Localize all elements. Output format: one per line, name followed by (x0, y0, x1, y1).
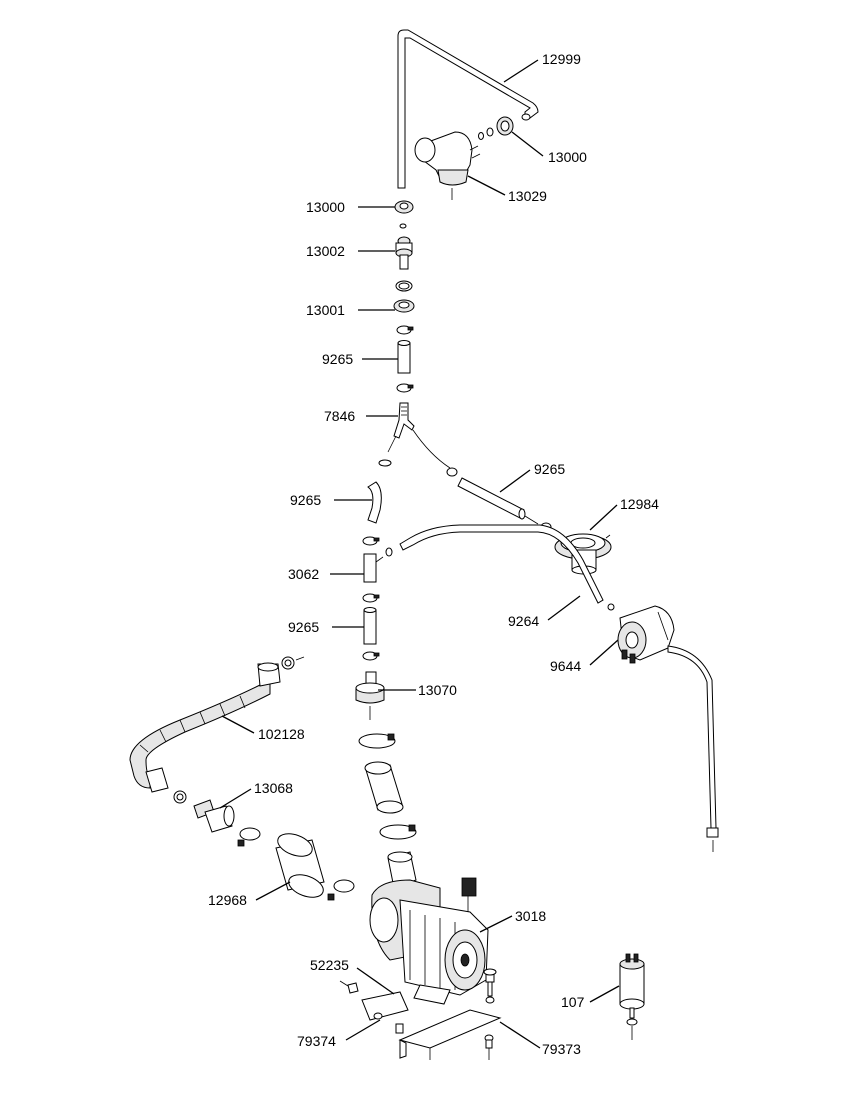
capacitor-107 (619, 953, 645, 1040)
label-13068: 13068 (254, 780, 293, 796)
bracket-79374 (361, 991, 409, 1021)
screw-small (395, 1023, 404, 1034)
label-3062: 3062 (288, 566, 319, 582)
valve-9644 (617, 605, 719, 852)
label-13000-top: 13000 (548, 149, 587, 165)
label-13029: 13029 (508, 188, 547, 204)
label-79374: 79374 (297, 1033, 336, 1049)
tube-12999 (397, 29, 539, 189)
adapter-13070 (355, 671, 385, 720)
label-9644: 9644 (550, 658, 581, 674)
pump-3018 (369, 851, 489, 1005)
nut-13001 (393, 299, 415, 313)
label-12968: 12968 (208, 892, 247, 908)
clamp (446, 467, 458, 477)
label-3018: 3018 (515, 908, 546, 924)
label-79373: 79373 (542, 1041, 581, 1057)
connector-3062 (363, 553, 384, 583)
clamp (362, 651, 380, 661)
elbow-13029 (414, 131, 481, 200)
label-9265-b: 9265 (534, 461, 565, 477)
label-107: 107 (561, 994, 585, 1010)
hose-9265-d (363, 607, 377, 645)
label-12999: 12999 (542, 51, 581, 67)
label-13002: 13002 (306, 243, 345, 259)
nut-13000-top (478, 116, 514, 140)
hose-clamp-upper (358, 733, 396, 749)
tube-9264 (385, 524, 615, 611)
clamp (362, 536, 380, 546)
clamp (362, 593, 380, 603)
label-13000: 13000 (306, 199, 345, 215)
branch-line (412, 429, 451, 469)
hose-sleeve (364, 761, 404, 814)
clamp-mid (396, 383, 414, 393)
nut-13000 (394, 200, 414, 214)
label-9265-a: 9265 (322, 351, 353, 367)
hose-12968 (275, 833, 325, 898)
label-102128: 102128 (258, 726, 305, 742)
hose-9265-b (457, 477, 526, 520)
bracket-79373 (398, 1009, 502, 1060)
fitting-13002 (395, 236, 413, 270)
label-52235: 52235 (310, 957, 349, 973)
clamp (378, 459, 392, 467)
label-9264: 9264 (508, 613, 539, 629)
hose-clamp-lower (379, 824, 417, 840)
label-9265-d: 9265 (288, 619, 319, 635)
hose-9265-a (397, 340, 411, 374)
fitting-13068 (193, 799, 235, 833)
label-13070: 13070 (418, 682, 457, 698)
label-9265-c: 9265 (290, 492, 321, 508)
hose-clamp (237, 827, 261, 847)
hose-clamp (327, 879, 355, 901)
clamp-upper (396, 325, 414, 335)
screw-52235 (339, 980, 359, 994)
corrugated-hose-102128 (129, 656, 305, 804)
y-connector-7846 (393, 402, 415, 439)
hose-9265-c (367, 481, 382, 524)
label-13001: 13001 (306, 302, 345, 318)
label-7846: 7846 (324, 408, 355, 424)
label-12984: 12984 (620, 496, 659, 512)
part-labels: 12999 13000 13029 13000 13002 13001 9265… (208, 51, 659, 1057)
washer (399, 223, 407, 229)
bolt (483, 968, 497, 1060)
leader-lines (219, 59, 620, 1049)
